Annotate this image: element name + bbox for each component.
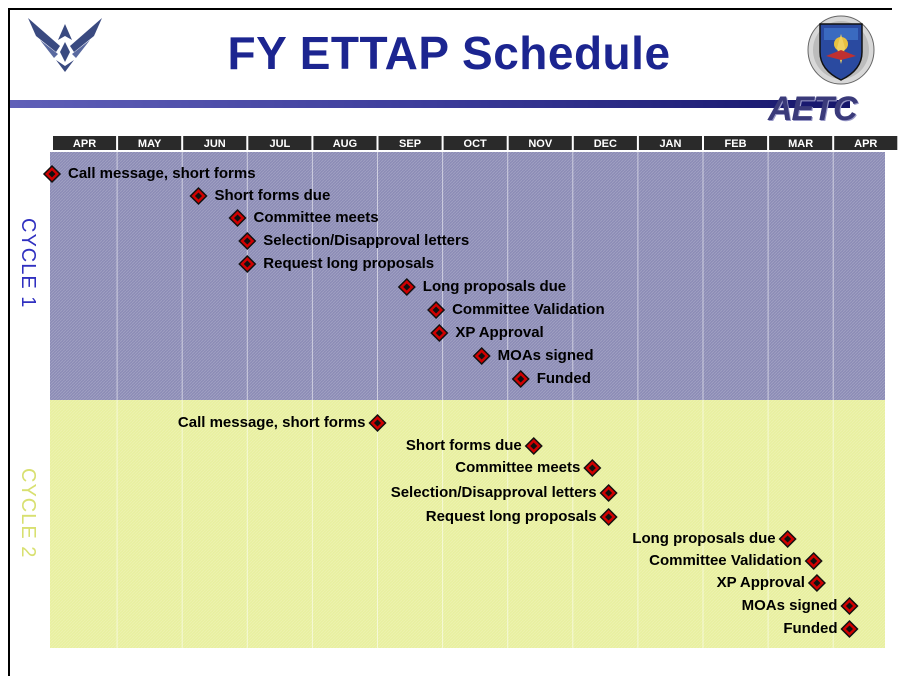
month-label: NOV bbox=[528, 138, 553, 150]
event-marker-center bbox=[530, 442, 538, 450]
aetc-shield-seal bbox=[806, 14, 876, 91]
event-label: Selection/Disapproval letters bbox=[390, 484, 597, 501]
event-marker-center bbox=[435, 329, 443, 337]
month-header-cell bbox=[638, 136, 702, 150]
event-label: XP Approval bbox=[716, 574, 805, 591]
event-marker-center bbox=[845, 625, 854, 633]
event-label: Committee Validation bbox=[452, 301, 605, 318]
event-marker-center bbox=[48, 170, 56, 178]
event-marker-center bbox=[605, 489, 613, 497]
month-label: APR bbox=[854, 138, 877, 150]
event-label: Long proposals due bbox=[632, 530, 776, 547]
month-header-cell bbox=[248, 136, 312, 150]
event-marker-center bbox=[810, 557, 818, 565]
month-label: FEB bbox=[725, 138, 747, 150]
event-marker-center bbox=[813, 579, 821, 587]
event-marker-center bbox=[845, 602, 854, 610]
month-header-cell bbox=[769, 136, 833, 150]
event-marker-center bbox=[517, 375, 525, 383]
event-label: Committee meets bbox=[455, 459, 581, 476]
hatch-overlay bbox=[50, 152, 885, 648]
event-label: Committee Validation bbox=[649, 552, 802, 569]
month-label: MAY bbox=[138, 138, 162, 150]
month-header-cell bbox=[53, 136, 117, 150]
event-marker-center bbox=[605, 513, 613, 521]
event-marker-center bbox=[403, 283, 411, 291]
month-label: SEP bbox=[399, 138, 421, 150]
cycle2-label: CYCLE 2 bbox=[17, 468, 39, 559]
month-label: JUN bbox=[204, 138, 226, 150]
month-header-cell bbox=[508, 136, 572, 150]
month-label: AUG bbox=[333, 138, 357, 150]
event-label: Committee meets bbox=[253, 209, 379, 226]
event-label: Request long proposals bbox=[425, 508, 597, 525]
month-label: DEC bbox=[594, 138, 617, 150]
month-label: APR bbox=[73, 138, 96, 150]
month-header-cell bbox=[183, 136, 247, 150]
month-header-cell bbox=[834, 136, 898, 150]
event-label: MOAs signed bbox=[497, 347, 594, 364]
event-label: Funded bbox=[536, 370, 591, 387]
event-marker-center bbox=[784, 535, 792, 543]
event-marker-center bbox=[588, 464, 596, 472]
event-label: Call message, short forms bbox=[177, 414, 366, 431]
event-label: Funded bbox=[783, 620, 838, 637]
month-header-cell bbox=[118, 136, 182, 150]
month-header-cell bbox=[443, 136, 507, 150]
slide-frame bbox=[8, 8, 892, 676]
event-label: Long proposals due bbox=[422, 278, 567, 295]
month-header-cell bbox=[704, 136, 768, 150]
event-marker-center bbox=[243, 260, 251, 268]
event-marker-center bbox=[432, 306, 440, 314]
event-label: Call message, short forms bbox=[68, 165, 256, 182]
event-marker-center bbox=[194, 192, 203, 200]
air-force-wings-logo bbox=[26, 14, 104, 81]
event-label: Short forms due bbox=[405, 437, 522, 454]
month-label: OCT bbox=[464, 138, 488, 150]
aetc-logo-text: AETC bbox=[768, 90, 858, 128]
event-label: Request long proposals bbox=[263, 255, 435, 272]
month-header-cell bbox=[378, 136, 442, 150]
title-divider bbox=[10, 100, 850, 108]
page-title: FY ETTAP Schedule bbox=[227, 27, 671, 79]
event-label: XP Approval bbox=[455, 324, 544, 341]
month-header: APR MAY JUN JUL AUG SEP OCT NOV DEC JAN FEB MAR APR bbox=[53, 136, 898, 150]
event-marker-center bbox=[373, 419, 382, 427]
cycle1-label: CYCLE 1 bbox=[17, 218, 39, 309]
month-header-cell bbox=[313, 136, 377, 150]
event-label: Short forms due bbox=[214, 187, 331, 204]
event-label: Selection/Disapproval letters bbox=[263, 232, 470, 249]
month-header-cell bbox=[573, 136, 637, 150]
event-markers bbox=[42, 164, 859, 639]
month-label: JUL bbox=[269, 138, 290, 150]
event-label: MOAs signed bbox=[741, 597, 838, 614]
event-marker-center bbox=[243, 237, 251, 245]
event-marker-center bbox=[233, 214, 242, 222]
month-gridlines bbox=[116, 152, 834, 648]
event-marker-center bbox=[478, 352, 486, 360]
month-label: MAR bbox=[788, 138, 813, 150]
month-label: JAN bbox=[659, 138, 681, 150]
